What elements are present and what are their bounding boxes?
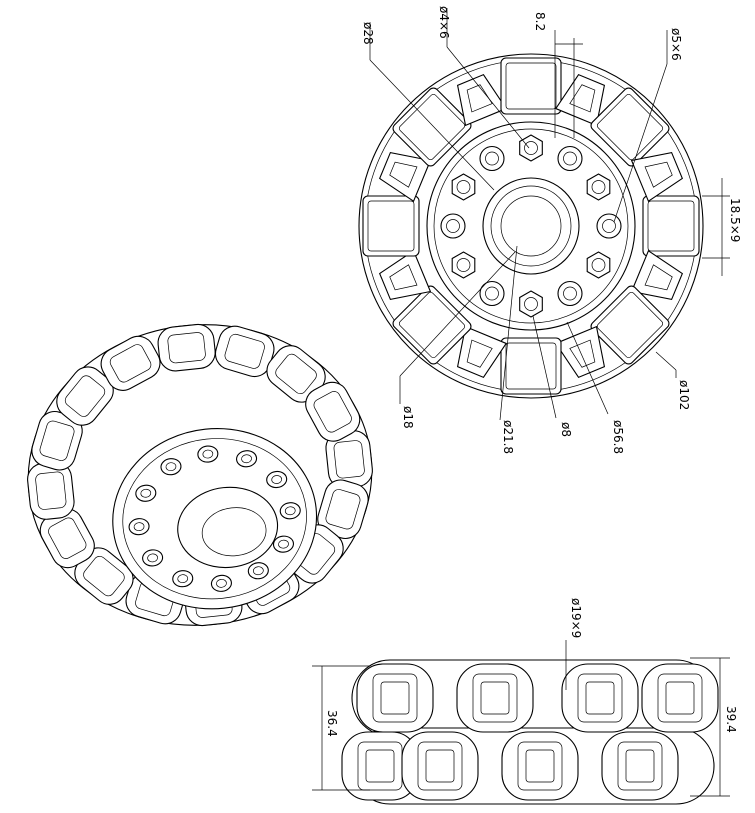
dim-18-5x9: 18.5×9 <box>728 198 742 242</box>
iso-roller <box>157 323 216 372</box>
side-roller <box>561 663 639 733</box>
iso-bolt <box>279 502 301 520</box>
dim-d5x6: ø5×6 <box>669 28 683 61</box>
front-view <box>358 53 704 399</box>
iso-roller <box>27 461 75 520</box>
dim-d8: ø8 <box>559 422 573 437</box>
roller-pocket <box>378 151 432 202</box>
side-rollers <box>341 663 719 801</box>
hub-bolt <box>586 173 611 201</box>
iso-bolt <box>160 458 182 476</box>
iso-roller <box>305 381 361 442</box>
side-roller <box>601 731 679 801</box>
roller <box>500 337 562 395</box>
roller <box>392 87 472 167</box>
iso-bolt <box>172 570 194 588</box>
iso-hub-bolts <box>128 445 301 592</box>
hub-bolts <box>440 134 622 318</box>
roller <box>500 57 562 115</box>
dimension-annotations: ø4×6 ø28 8.2 ø5×6 18.5×9 ø102 ø56.8 ø8 ø… <box>312 6 742 797</box>
hub-bolt <box>586 251 611 279</box>
iso-bolt <box>247 562 269 580</box>
side-roller <box>456 663 534 733</box>
iso-bolt <box>236 450 258 468</box>
roller-pocket <box>630 250 684 301</box>
dim-d19x9: ø19×9 <box>569 598 583 638</box>
dim-d18: ø18 <box>401 406 415 429</box>
hub-bolt <box>557 145 583 172</box>
roller-pocket <box>555 73 606 127</box>
dim-d21-8: ø21.8 <box>501 420 515 454</box>
hub-bolt <box>596 213 622 239</box>
roller <box>590 285 670 365</box>
iso-roller <box>317 479 369 540</box>
dim-d56-8: ø56.8 <box>611 420 625 454</box>
dim-8-2: 8.2 <box>533 12 547 31</box>
hub-bolt <box>451 251 476 279</box>
hub-bolt <box>479 145 505 172</box>
roller <box>590 87 670 167</box>
side-roller <box>641 663 719 733</box>
isometric-view <box>27 323 373 627</box>
hub-bolt <box>451 173 476 201</box>
dim-d4x6: ø4×6 <box>437 6 451 39</box>
iso-roller <box>266 345 326 403</box>
iso-bolt <box>142 549 164 567</box>
iso-bolt <box>135 484 157 502</box>
iso-roller <box>100 335 161 391</box>
roller <box>362 195 420 257</box>
iso-roller <box>56 366 114 426</box>
iso-bolt <box>272 535 295 553</box>
iso-bolt <box>266 470 288 489</box>
iso-roller <box>31 410 83 471</box>
roller <box>642 195 700 257</box>
iso-bolt <box>128 518 150 536</box>
dim-d102: ø102 <box>677 380 691 410</box>
side-roller <box>501 731 579 801</box>
roller-ring <box>362 57 700 395</box>
hub-bolt <box>519 134 543 162</box>
hub-bolt <box>557 280 583 307</box>
iso-roller-ring <box>27 323 373 627</box>
roller-pocket <box>456 73 507 127</box>
dim-36-4: 36.4 <box>325 710 339 737</box>
side-view <box>341 659 719 805</box>
hub-bolt <box>440 213 466 239</box>
dim-d28: ø28 <box>361 22 375 45</box>
hub-bolt <box>519 290 543 318</box>
iso-roller <box>39 508 95 569</box>
dim-39-4: 39.4 <box>724 706 738 733</box>
roller-pocket <box>630 151 684 202</box>
side-roller <box>356 663 434 733</box>
iso-bolt <box>197 445 219 463</box>
roller-pocket <box>456 325 507 379</box>
roller-pocket <box>378 250 432 301</box>
side-roller <box>401 731 479 801</box>
roller <box>392 285 472 365</box>
iso-bolt <box>210 574 232 592</box>
hub-bolt <box>479 280 505 307</box>
